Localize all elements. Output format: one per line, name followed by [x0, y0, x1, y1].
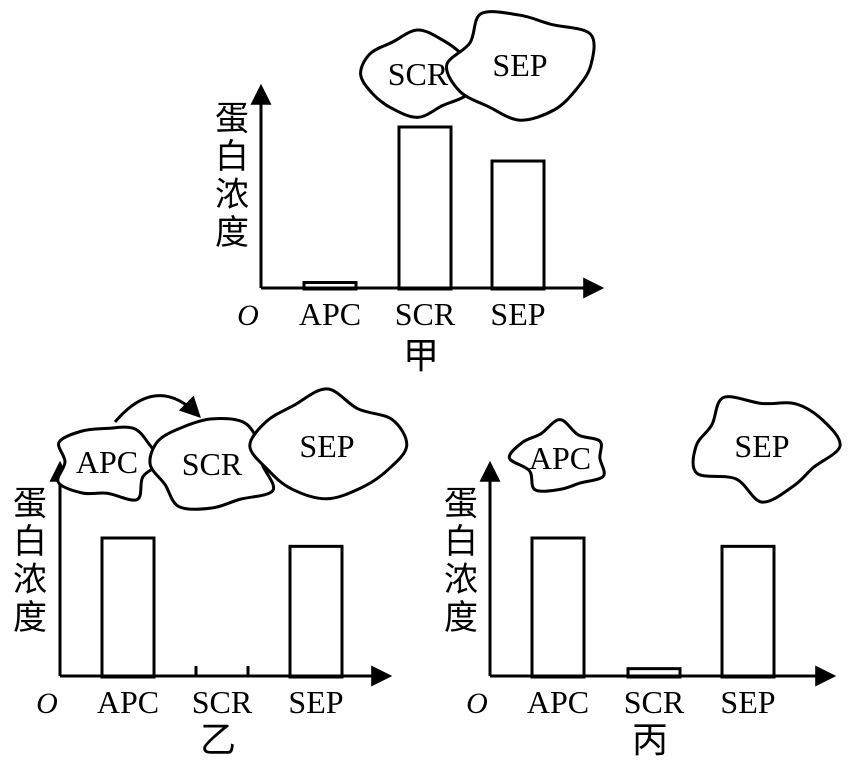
protein-bubble-label-apc: APC	[76, 444, 138, 480]
x-tick-label-apc: APC	[97, 684, 159, 720]
origin-label: O	[237, 299, 259, 332]
x-tick-label-apc: APC	[299, 296, 361, 332]
chart-panel-2: O 蛋白浓度 APC SCR SEP 乙 APC SCR SEP	[13, 387, 409, 760]
x-tick-label-apc: APC	[527, 684, 589, 720]
panel-title: 乙	[200, 720, 236, 760]
x-tick-label-sep: SEP	[490, 296, 545, 332]
origin-label: O	[36, 687, 58, 720]
protein-bubble-label-apc: APC	[529, 440, 591, 476]
protein-bubble-label-sep: SEP	[492, 47, 547, 83]
protein-bubble-apc	[507, 418, 606, 493]
protein-bubble-label-scr: SCR	[388, 56, 449, 92]
protein-bubble-scr	[359, 28, 479, 119]
protein-bubble-label-sep: SEP	[734, 428, 789, 464]
protein-bubble-sep	[445, 10, 596, 122]
panel-title: 甲	[403, 336, 439, 376]
chart-panel-1: O 蛋白浓度 APC SCR SEP 甲 SCR SEP	[215, 10, 605, 376]
panel-title: 丙	[632, 720, 668, 760]
bar-apc	[302, 281, 358, 291]
bar-sep	[288, 544, 344, 679]
bar-scr	[626, 667, 682, 679]
bar-sep	[720, 544, 776, 679]
x-tick-label-scr: SCR	[395, 296, 456, 332]
protein-bubble-label-sep: SEP	[299, 428, 354, 464]
chart-panel-3: O 蛋白浓度 APC SCR SEP 丙 APC SEP	[444, 395, 842, 760]
protein-bubble-sep	[691, 395, 842, 504]
protein-bubble-apc	[56, 425, 161, 502]
protein-bubble-label-scr: SCR	[182, 446, 243, 482]
bar-sep	[490, 159, 546, 291]
y-axis-label: 蛋白浓度	[444, 486, 478, 637]
y-axis-label: 蛋白浓度	[215, 101, 249, 252]
origin-label: O	[466, 687, 488, 720]
interaction-arrow	[113, 394, 201, 423]
x-tick-label-sep: SEP	[720, 684, 775, 720]
bar-apc	[100, 536, 156, 679]
protein-bubble-scr	[148, 417, 276, 511]
x-tick-label-scr: SCR	[624, 684, 685, 720]
y-axis-label: 蛋白浓度	[13, 486, 47, 637]
x-tick-label-sep: SEP	[288, 684, 343, 720]
bar-scr	[397, 125, 453, 291]
protein-bubble-sep	[248, 387, 409, 501]
x-tick-label-scr: SCR	[192, 684, 253, 720]
bar-apc	[530, 536, 586, 679]
